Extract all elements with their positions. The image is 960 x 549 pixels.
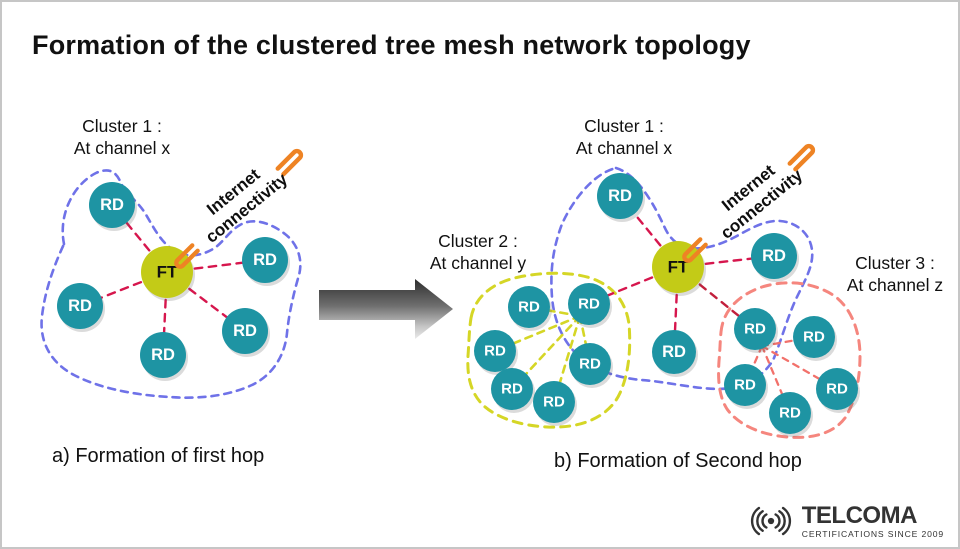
svg-text:RD: RD [68,297,92,315]
rd-node: RD [793,316,837,361]
cluster-boundary-b1 [550,166,814,391]
logo-brand: TELCOMA [801,501,918,529]
svg-text:RD: RD [233,322,257,340]
rd-node: RD [816,368,860,413]
rd-node: RD [569,343,613,388]
flow-arrow [319,279,453,339]
svg-text:RD: RD [253,251,277,269]
cluster-boundary-b3 [717,281,862,439]
rd-node: RD [724,364,768,409]
rd-node: RD [57,283,105,332]
svg-text:RD: RD [151,346,175,364]
svg-text:RD: RD [100,196,124,214]
edge [760,335,816,348]
svg-text:RD: RD [543,394,565,411]
rd-node: RD [242,237,290,286]
telcoma-logo: TELCOMA CERTIFICATIONS SINCE 2009 [745,501,944,541]
logo-tagline: CERTIFICATIONS SINCE 2009 [801,528,944,539]
rd-node: RD [491,368,535,413]
page-title: Formation of the clustered tree mesh net… [32,30,751,60]
svg-text:RD: RD [734,377,756,394]
svg-text:RD: RD [578,296,600,313]
rd-node: RD [568,283,612,328]
rd-node: RD [751,233,799,282]
rd-node: RD [769,392,813,437]
rd-node: RD [652,330,698,377]
rd-node: RD [734,308,778,353]
svg-text:RD: RD [484,343,506,360]
rd-node: RD [474,330,518,375]
svg-text:RD: RD [744,321,766,338]
rd-node: RD [89,182,137,231]
rd-node: RD [140,332,188,381]
cluster1-label-a: Cluster 1 : At channel x [73,116,171,158]
rd-node: RD [597,173,645,222]
svg-text:RD: RD [579,356,601,373]
cluster2-label-b: Cluster 2 : At channel y [429,231,527,273]
svg-text:RD: RD [803,329,825,346]
rd-node: RD [508,286,552,331]
svg-text:FT: FT [668,258,689,277]
internet-connector-icon [275,148,304,177]
internet-connector-icon [174,243,200,269]
rd-node: RD [533,381,577,426]
svg-text:RD: RD [779,405,801,422]
svg-text:RD: RD [501,381,523,398]
svg-text:RD: RD [662,343,686,361]
radio-signal-icon [750,506,791,536]
edge [493,314,582,353]
caption-b: b) Formation of Second hop [554,450,802,472]
svg-text:RD: RD [608,187,632,205]
svg-text:RD: RD [762,247,786,265]
cluster-boundary-b2 [466,271,632,429]
svg-text:RD: RD [518,299,540,316]
svg-text:FT: FT [157,263,178,282]
svg-text:RD: RD [826,381,848,398]
internet-connector-icon [682,237,708,263]
cluster1-label-b: Cluster 1 : At channel x [575,116,673,158]
cluster3-label-b: Cluster 3 : At channel z [846,253,944,295]
caption-a: a) Formation of first hop [52,445,265,467]
rd-node: RD [222,308,270,357]
edge [552,314,582,404]
internet-connector-icon [787,143,816,172]
